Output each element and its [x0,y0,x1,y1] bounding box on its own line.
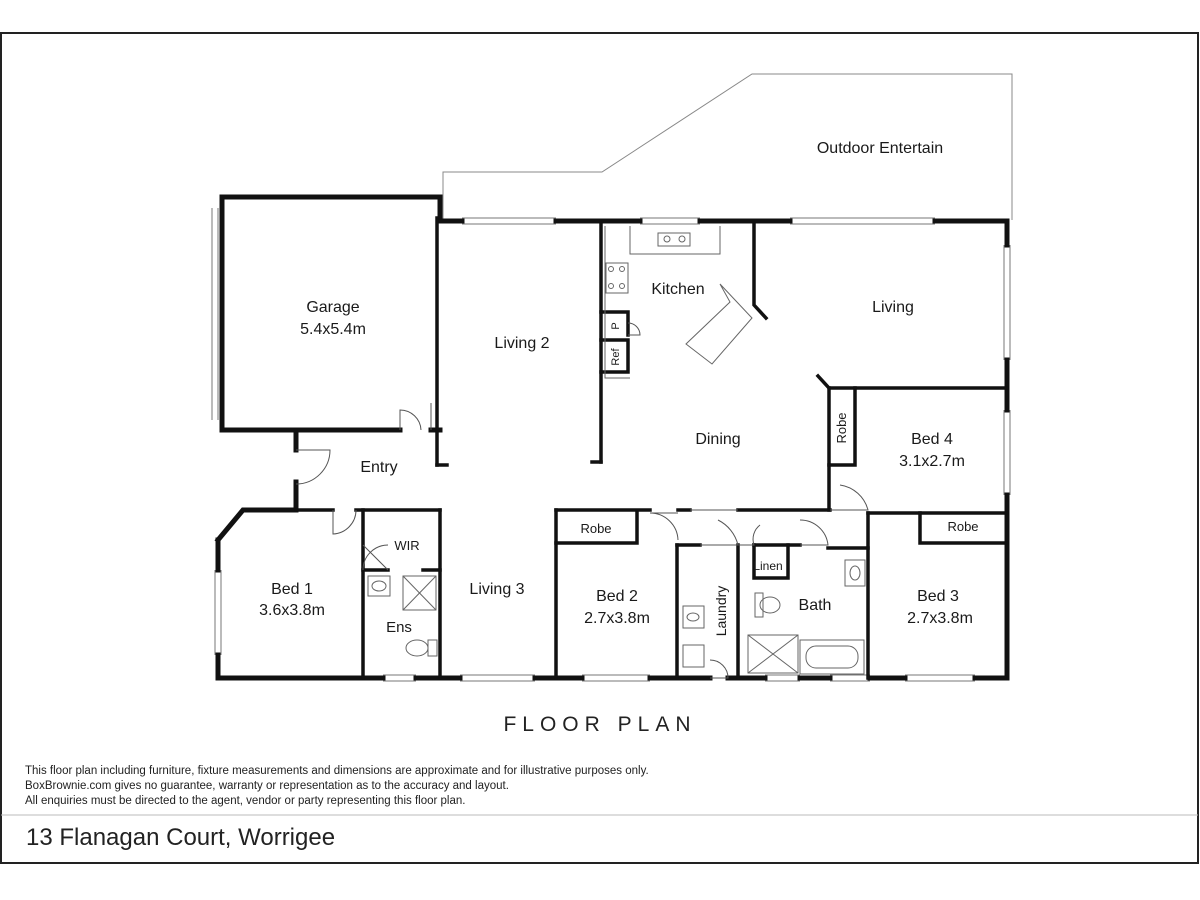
label-dining: Dining [695,431,740,448]
label-living: Living [872,299,914,316]
label-bed1-size: 3.6x3.8m [259,602,325,619]
label-living2: Living 2 [494,335,549,352]
label-entry: Entry [360,459,397,476]
label-bed2: Bed 2 [596,588,638,605]
disclaimer: This floor plan including furniture, fix… [25,764,649,809]
label-bed4-size: 3.1x2.7m [899,453,965,470]
label-kitchen: Kitchen [651,281,704,298]
label-garage-size: 5.4x5.4m [300,321,366,338]
label-bed3: Bed 3 [917,588,959,605]
fixtures [367,226,866,675]
windows [211,208,1011,682]
label-linen: Linen [753,559,782,573]
door-swings [295,322,869,679]
property-address: 13 Flanagan Court, Worrigee [26,824,336,851]
room-labels: Outdoor Entertain Garage 5.4x5.4m Living… [259,140,973,636]
label-living3: Living 3 [469,581,524,598]
disclaimer-line: BoxBrownie.com gives no guarantee, warra… [25,780,509,792]
label-outdoor: Outdoor Entertain [817,140,943,157]
label-garage: Garage [306,299,359,316]
label-bath: Bath [799,597,832,614]
label-ref: Ref [610,348,622,366]
label-wir: WIR [394,538,419,553]
disclaimer-line: All enquiries must be directed to the ag… [25,795,466,807]
label-bed4: Bed 4 [911,431,953,448]
label-robe-bed4: Robe [834,412,849,443]
small-labels: WIR Robe Robe Linen P Ref Robe Laundry [394,322,978,636]
plan-title: FLOOR PLAN [503,713,697,736]
label-bed1: Bed 1 [271,581,313,598]
outdoor-area-outline [442,73,1013,220]
label-pantry: P [610,322,622,329]
label-bed2-size: 2.7x3.8m [584,610,650,627]
label-bed3-size: 2.7x3.8m [907,610,973,627]
exterior-walls [214,194,1010,681]
label-laundry: Laundry [713,586,729,637]
disclaimer-line: This floor plan including furniture, fix… [25,765,649,777]
label-robe-bed3: Robe [947,519,978,534]
label-ens: Ens [386,619,412,636]
interior-walls [294,216,1009,680]
label-robe-bed2: Robe [580,521,611,536]
